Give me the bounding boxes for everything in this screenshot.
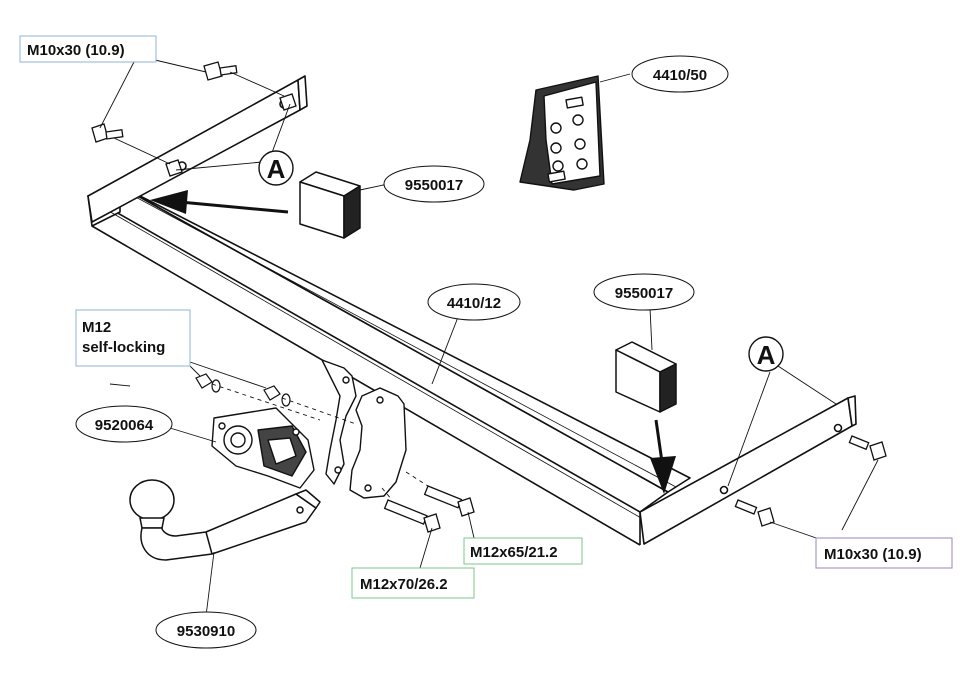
arrow-down bbox=[650, 419, 676, 494]
bolt-m10-top-left-1 bbox=[203, 61, 238, 81]
bolt-m10-bottom-right-1 bbox=[848, 435, 887, 461]
leader-9550017-right bbox=[649, 307, 653, 351]
socket-plate-9520064 bbox=[211, 407, 315, 489]
detail-marker-a-left: A bbox=[258, 150, 294, 186]
svg-text:9550017: 9550017 bbox=[615, 285, 673, 302]
svg-text:9520064: 9520064 bbox=[95, 417, 154, 434]
detail-marker-a-right: A bbox=[748, 336, 784, 372]
right-side-arm bbox=[639, 395, 857, 545]
leader-4410-12 bbox=[431, 311, 461, 385]
label-4410-12: 4410/12 bbox=[427, 283, 521, 321]
svg-text:4410/12: 4410/12 bbox=[447, 295, 501, 312]
label-bolt-m12x70: M12x70/26.2 bbox=[351, 567, 475, 599]
nut-top-left bbox=[165, 93, 297, 177]
svg-text:M10x30 (10.9): M10x30 (10.9) bbox=[824, 546, 922, 563]
label-bolt-top-left: M10x30 (10.9) bbox=[19, 35, 157, 63]
bolt-m12x65 bbox=[423, 485, 475, 517]
svg-text:M10x30 (10.9): M10x30 (10.9) bbox=[27, 42, 125, 59]
label-9550017-right: 9550017 bbox=[593, 273, 695, 311]
bolt-m12x70 bbox=[383, 499, 441, 533]
label-4410-50: 4410/50 bbox=[631, 55, 729, 93]
svg-text:A: A bbox=[757, 340, 776, 370]
svg-text:4410/50: 4410/50 bbox=[653, 67, 707, 84]
ball-neck-9530910 bbox=[129, 479, 321, 561]
bracket-kit-4410-50 bbox=[519, 75, 605, 191]
block-9550017-top bbox=[299, 171, 361, 239]
side-bracket-plate-right bbox=[349, 387, 407, 499]
bolt-m10-bottom-right-2 bbox=[734, 499, 775, 527]
nuts-m12-self-locking bbox=[195, 373, 291, 407]
leader-9530910 bbox=[205, 551, 215, 617]
left-side-arm bbox=[87, 75, 308, 223]
bolt-m10-top-left-2 bbox=[91, 123, 124, 143]
leader-lines-marker-right bbox=[727, 365, 837, 487]
label-bolt-m12x65: M12x65/21.2 bbox=[463, 537, 583, 565]
leader-9550017-top bbox=[359, 183, 389, 191]
leader-lines-bottom-right bbox=[769, 459, 879, 541]
leader-4410-50 bbox=[599, 73, 631, 83]
leader-lines-top-left bbox=[99, 59, 291, 171]
svg-text:self-locking: self-locking bbox=[82, 339, 165, 356]
arrow-left bbox=[150, 190, 289, 214]
label-9550017-top: 9550017 bbox=[383, 165, 485, 203]
label-bolt-bottom-right: M10x30 (10.9) bbox=[815, 537, 953, 569]
label-nut-m12: M12 self-locking bbox=[75, 309, 191, 367]
block-9550017-right bbox=[615, 341, 677, 413]
side-bracket-plate-left bbox=[321, 359, 357, 485]
svg-text:A: A bbox=[267, 154, 286, 184]
svg-text:M12: M12 bbox=[82, 319, 111, 336]
svg-text:M12x65/21.2: M12x65/21.2 bbox=[470, 544, 558, 561]
svg-text:9530910: 9530910 bbox=[177, 623, 235, 640]
label-9520064: 9520064 bbox=[75, 405, 173, 443]
svg-text:M12x70/26.2: M12x70/26.2 bbox=[360, 576, 448, 593]
svg-text:9550017: 9550017 bbox=[405, 177, 463, 194]
leader-lines-m12-bolts bbox=[381, 471, 475, 569]
label-9530910: 9530910 bbox=[155, 611, 257, 649]
